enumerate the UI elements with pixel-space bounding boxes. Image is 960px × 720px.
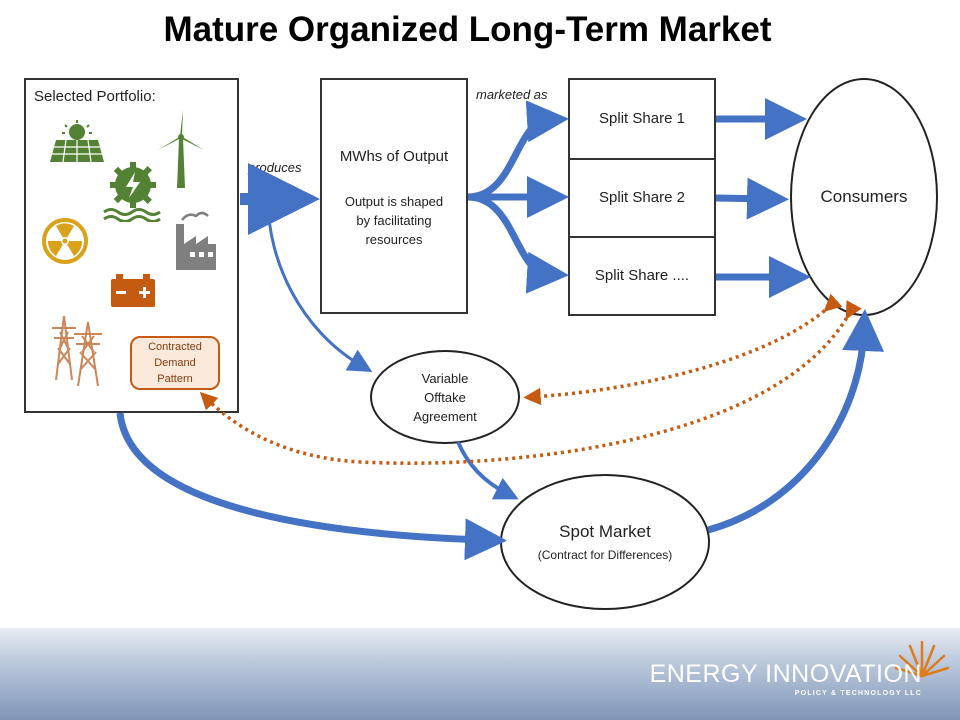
offtake-flow-arrow (266, 199, 373, 373)
solar-panel-icon (50, 120, 104, 163)
portfolio-label: Selected Portfolio: (34, 88, 156, 105)
battery-icon (111, 274, 155, 307)
brand-name: ENERGY INNOVATION (649, 660, 922, 688)
brand-tagline: POLICY & TECHNOLOGY LLC (794, 690, 922, 697)
split-share-1-flow (467, 100, 569, 201)
split-share-label: Split Share 1 (599, 110, 685, 127)
output-box (320, 78, 468, 314)
consumer-flow-2 (715, 177, 789, 220)
split-share-label: Split Share .... (594, 267, 690, 284)
hydro-gear-icon (103, 162, 161, 222)
offtake-to-spot-flow (456, 441, 519, 500)
output-box-title: MWhs of Output (339, 148, 449, 165)
page-title: Mature Organized Long-Term Market (163, 10, 772, 49)
consumers-label: Consumers (820, 187, 908, 206)
spot-market-node: Spot Market (Contract for Differences) (500, 474, 710, 610)
factory-icon (176, 211, 216, 270)
spot-market-title: Spot Market (559, 522, 651, 541)
transmission-tower-icon (52, 315, 102, 387)
wind-turbine-icon (158, 110, 204, 188)
output-box-description: Output is shaped by facilitating resourc… (344, 194, 444, 247)
footer-band (0, 628, 960, 720)
demand-consumer-dotted-link (199, 300, 862, 465)
nuclear-icon (42, 218, 88, 264)
spot-market-subtitle: (Contract for Differences) (537, 548, 673, 562)
spot-market-flow (116, 412, 507, 561)
marketed-as-label: marketed as (476, 87, 548, 102)
split-share-3-flow (467, 193, 569, 294)
sunburst-logo-icon (894, 640, 950, 678)
consumers-node: Consumers (790, 78, 938, 316)
split-share-label: Split Share 2 (599, 189, 685, 206)
offtake-consumer-dotted-link (523, 293, 843, 406)
contracted-demand-label: Contracted Demand Pattern (148, 341, 202, 385)
